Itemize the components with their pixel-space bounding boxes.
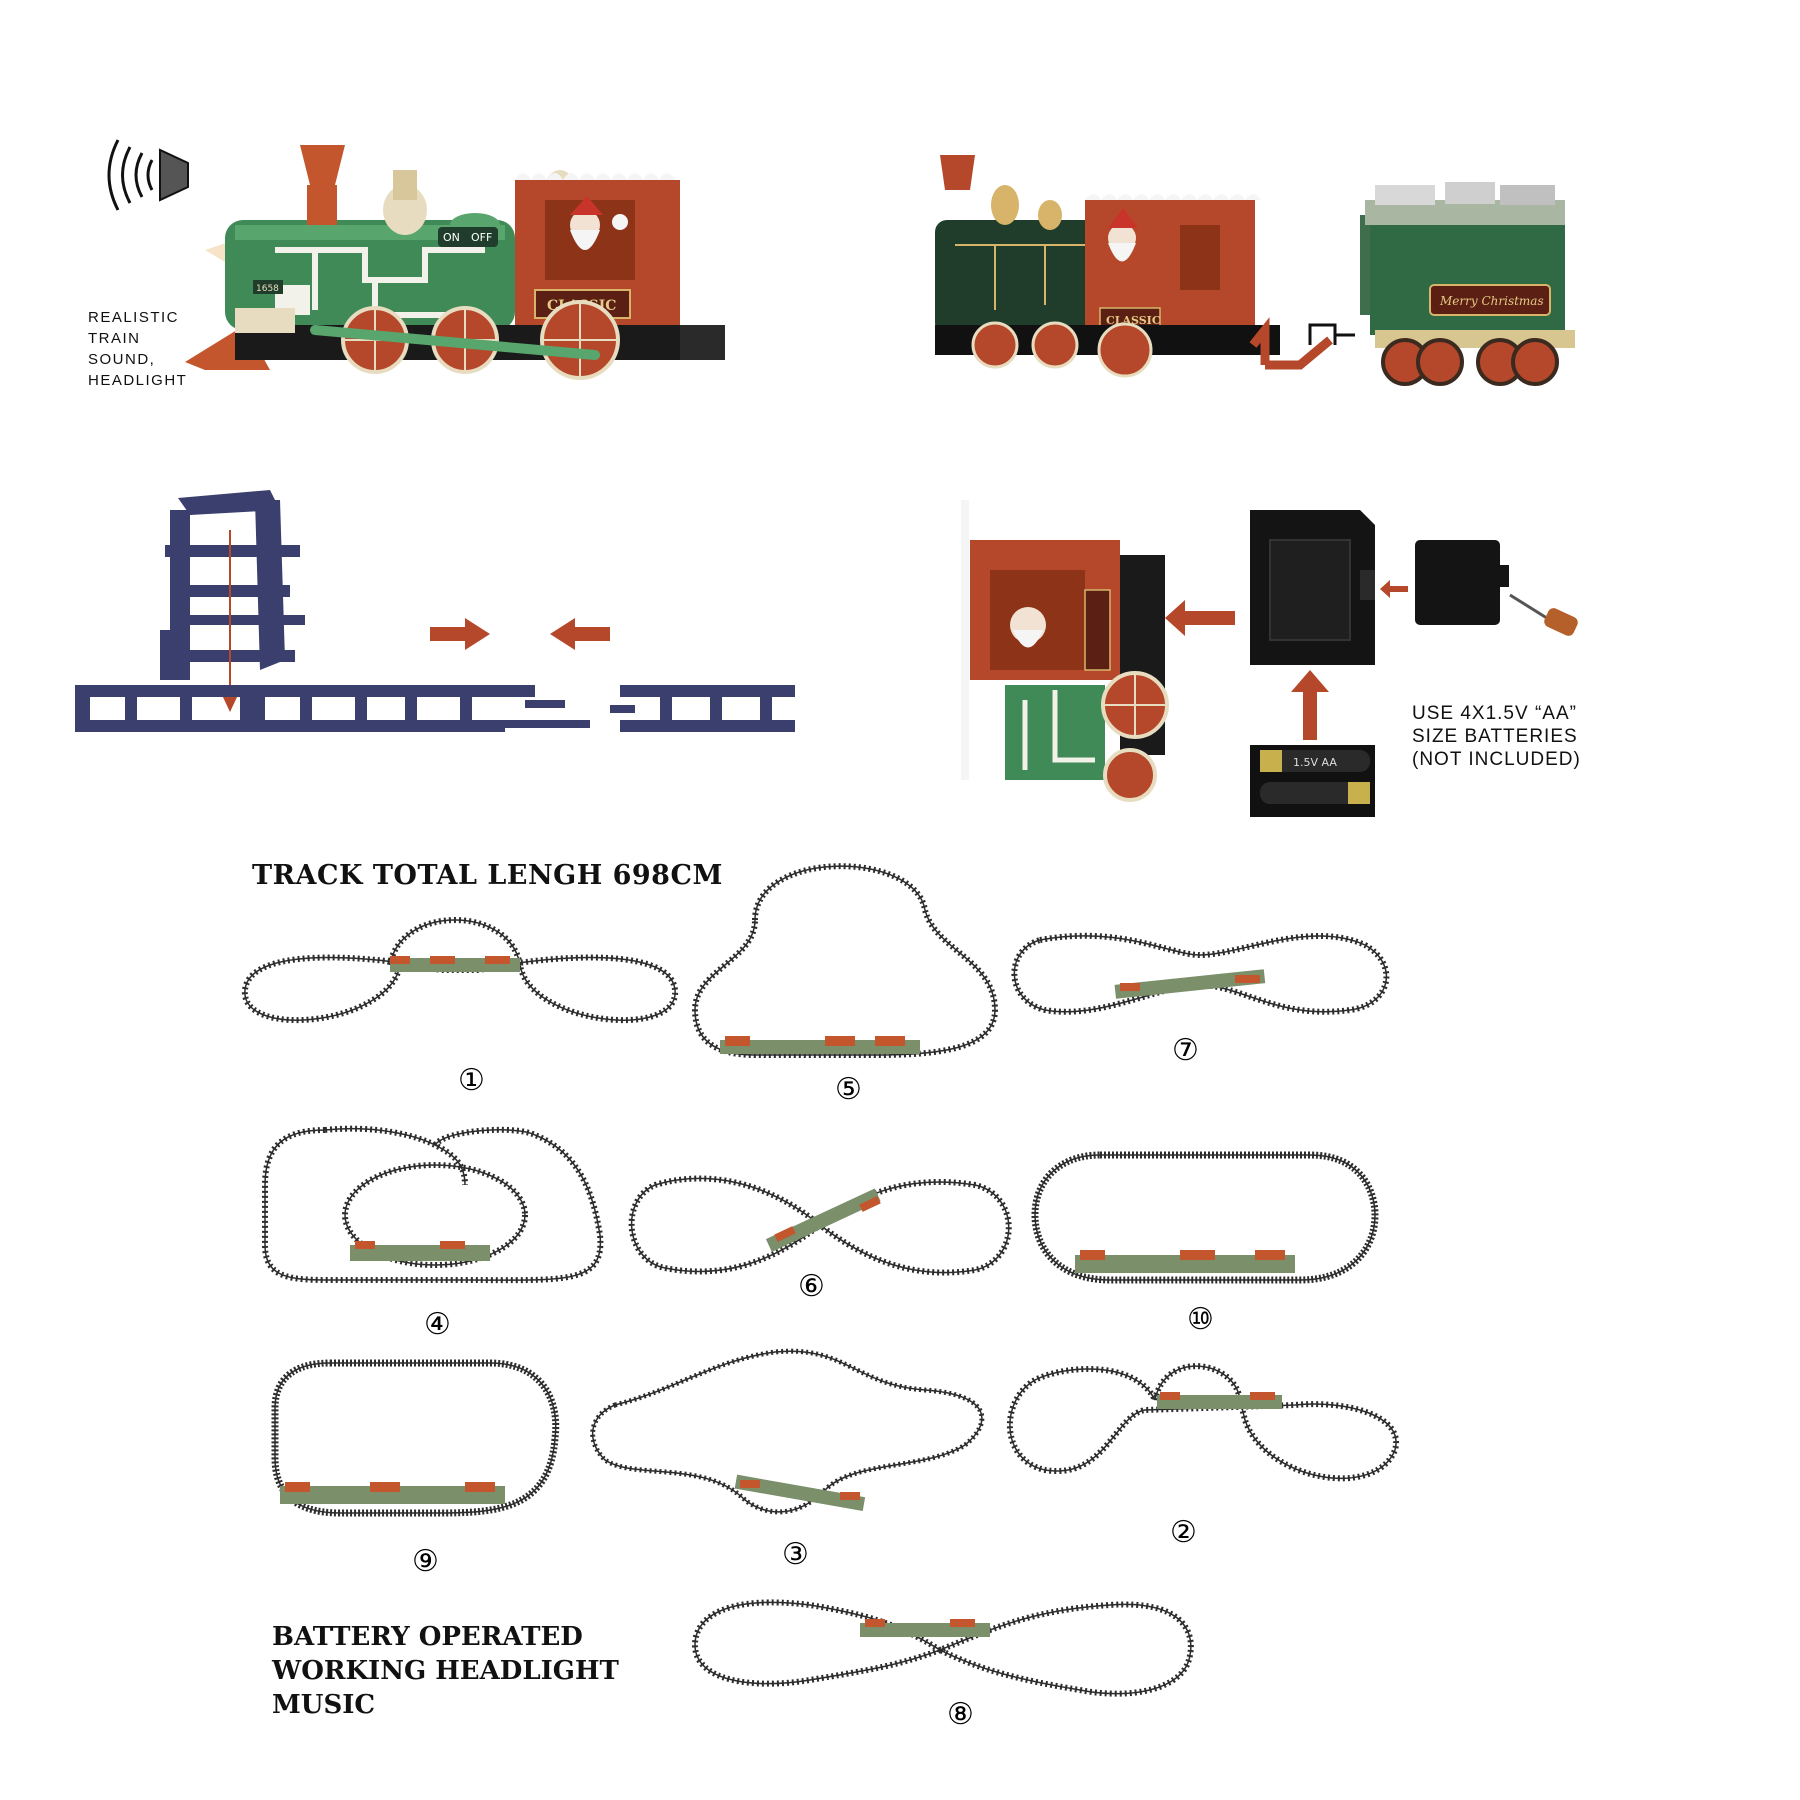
- layout-label-9: ⑨: [412, 1544, 439, 1579]
- layout-label-1: ①: [458, 1063, 485, 1098]
- layout-label-2: ②: [1170, 1515, 1197, 1550]
- feature-item: MUSIC: [272, 1690, 376, 1720]
- battery-text-line: SIZE BATTERIES: [1412, 726, 1578, 747]
- switch-off-label: OFF: [471, 231, 492, 244]
- track-layout-7: [1011, 932, 1390, 1015]
- track-layout-6: [628, 1175, 1012, 1276]
- sound-feature-line: HEADLIGHT: [88, 372, 188, 389]
- layout-label-10: ⑩: [1187, 1302, 1214, 1337]
- feature-item: WORKING HEADLIGHT: [272, 1656, 619, 1686]
- track-layout-9: [271, 1359, 560, 1517]
- track-joining-image: [75, 490, 795, 732]
- locomotive-image: 1658 ON OFF CLASSIC: [185, 145, 725, 380]
- layout-label-7: ⑦: [1172, 1033, 1199, 1068]
- locomotive-number: 1658: [256, 284, 279, 294]
- feature-item: BATTERY OPERATED: [272, 1622, 583, 1652]
- track-layout-8: [691, 1599, 1194, 1697]
- features-list: BATTERY OPERATED WORKING HEADLIGHT MUSIC: [272, 1620, 619, 1722]
- track-layout-5: [691, 863, 999, 1058]
- coupling-image: CLASSIC Merry Christmas: [935, 155, 1575, 386]
- battery-compartment-image: 1.5V AA: [961, 500, 1578, 817]
- layout-label-8: ⑧: [947, 1697, 974, 1732]
- layout-label-5: ⑤: [835, 1072, 862, 1107]
- track-layout-1: [241, 917, 679, 1024]
- track-title: TRACK TOTAL LENGH 698CM: [252, 860, 723, 891]
- sound-feature-line: SOUND,: [88, 351, 156, 368]
- layout-label-3: ③: [782, 1537, 809, 1572]
- layout-label-4: ④: [424, 1307, 451, 1342]
- battery-text-line: USE 4X1.5V “AA”: [1412, 703, 1577, 724]
- tender-plate: Merry Christmas: [1439, 294, 1544, 308]
- battery-label: 1.5V AA: [1293, 756, 1337, 769]
- sound-feature-line: REALISTIC: [88, 309, 180, 326]
- speaker-icon: [107, 139, 189, 211]
- switch-on-label: ON: [443, 231, 460, 244]
- sound-feature-text: REALISTIC TRAIN SOUND, HEADLIGHT: [88, 307, 187, 391]
- layout-label-6: ⑥: [798, 1269, 825, 1304]
- track-layout-4: [262, 1125, 604, 1284]
- track-layout-3: [590, 1348, 985, 1515]
- sound-feature-line: TRAIN: [88, 330, 141, 347]
- track-layout-10: [1031, 1151, 1379, 1284]
- battery-text-line: (NOT INCLUDED): [1412, 749, 1581, 770]
- track-layout-2: [1006, 1363, 1400, 1482]
- battery-text: USE 4X1.5V “AA” SIZE BATTERIES (NOT INCL…: [1412, 702, 1581, 771]
